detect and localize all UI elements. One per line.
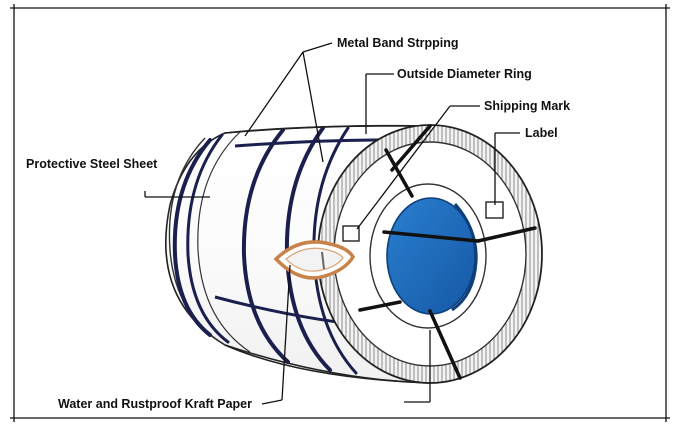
leader-lines (144, 42, 520, 405)
kraft-paper-opening (273, 240, 356, 280)
frame-border (10, 4, 670, 422)
shipping-mark-label: Shipping Mark (484, 99, 570, 113)
kraft-paper-label: Water and Rustproof Kraft Paper (58, 397, 252, 411)
label-label: Label (525, 126, 558, 140)
metal-band-label: Metal Band Strpping (337, 36, 459, 50)
metal-band (241, 128, 290, 364)
protective-steel-sheet-label: Protective Steel Sheet (26, 157, 158, 171)
outside-diameter-ring-label: Outside Diameter Ring (397, 67, 532, 81)
inner-core (386, 197, 476, 315)
metal-band (172, 138, 212, 337)
metal-band (186, 133, 230, 344)
shipping-mark-box (342, 225, 360, 242)
coil-end-face (317, 124, 543, 384)
